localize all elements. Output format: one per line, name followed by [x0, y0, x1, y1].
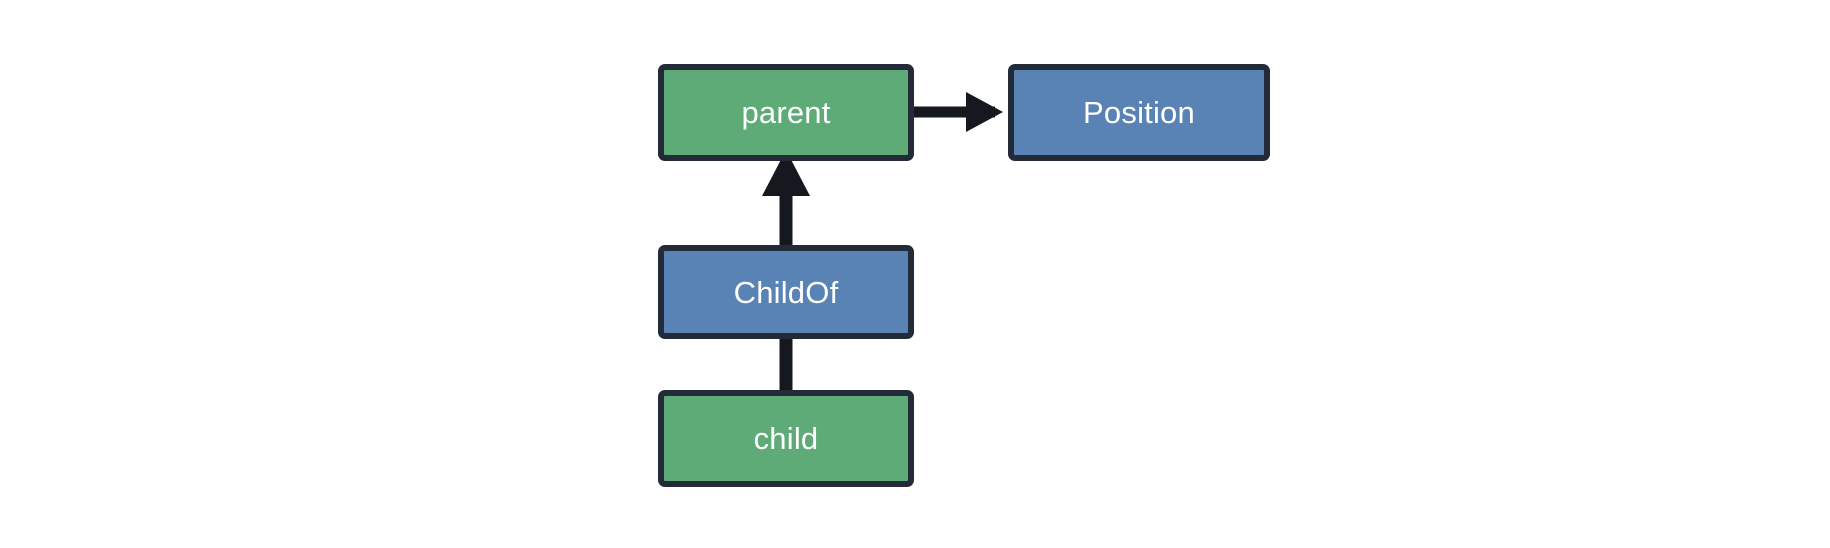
node-child-label: child	[753, 421, 819, 456]
node-position-label: Position	[1083, 95, 1195, 130]
edge-parent-to-position-arrowhead	[966, 92, 1003, 132]
node-childof[interactable]: ChildOf	[658, 245, 914, 339]
edge-parent-to-position	[914, 92, 1003, 132]
node-child[interactable]: child	[658, 390, 914, 487]
node-childof-label: ChildOf	[733, 274, 839, 310]
edge-childof-to-parent	[762, 150, 810, 250]
node-parent[interactable]: parent	[658, 64, 914, 161]
node-parent-label: parent	[741, 95, 831, 130]
node-position[interactable]: Position	[1008, 64, 1270, 161]
